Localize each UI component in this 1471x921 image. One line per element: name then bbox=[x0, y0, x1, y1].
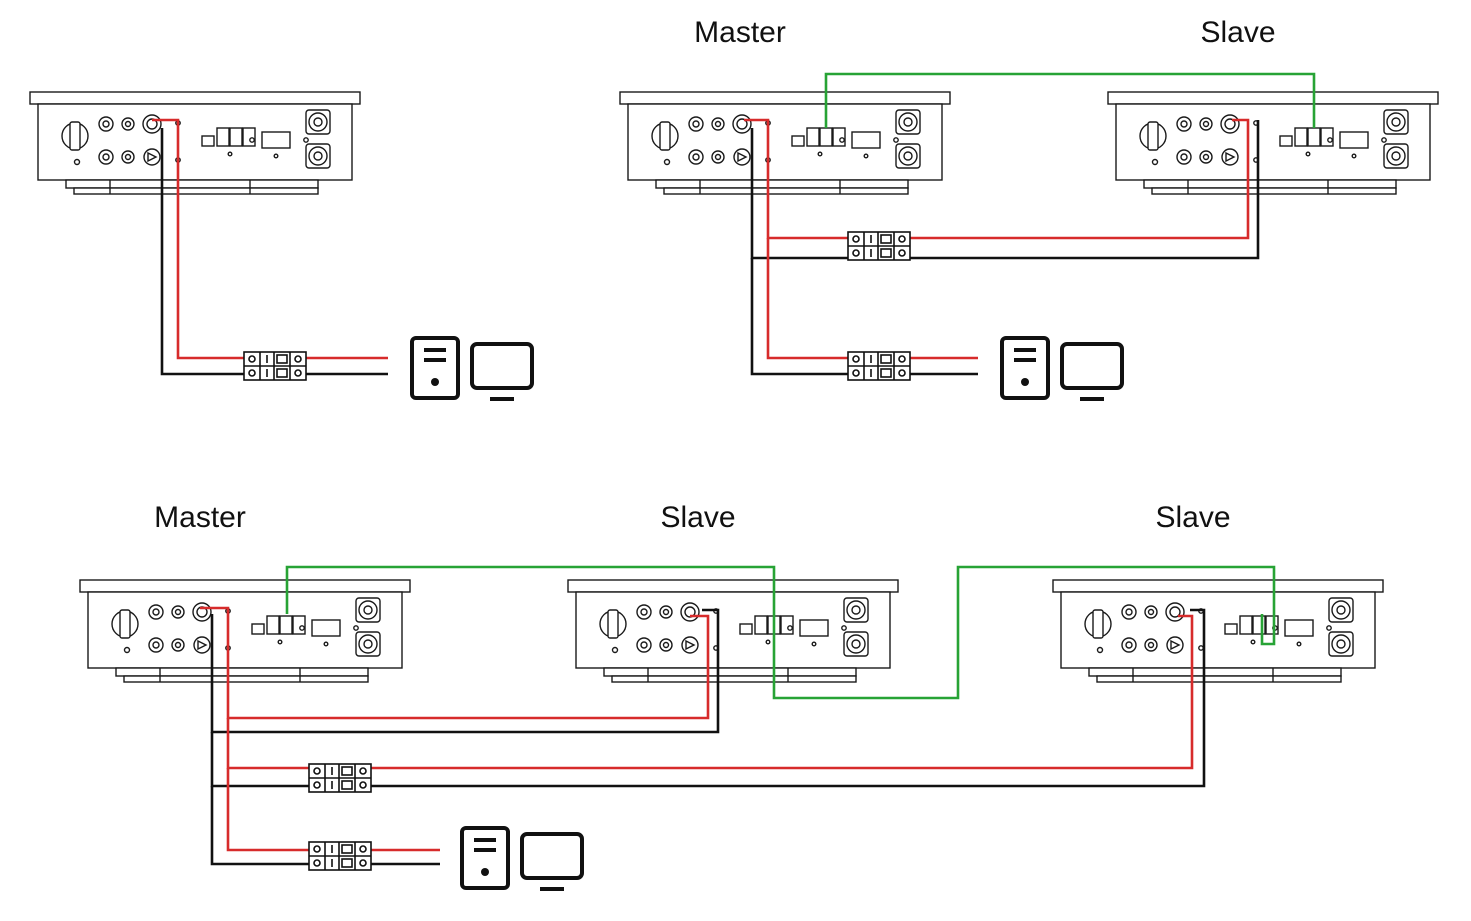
inverter-unit-icon bbox=[567, 579, 899, 683]
negative-wire bbox=[210, 608, 720, 734]
negative-wire bbox=[160, 128, 388, 376]
inverter-unit-icon bbox=[29, 91, 361, 195]
positive-wire bbox=[200, 606, 710, 720]
label-master: Master bbox=[154, 501, 246, 534]
computer-tower-icon bbox=[460, 826, 584, 891]
inverter-unit-icon bbox=[79, 579, 411, 683]
breaker-icon bbox=[308, 763, 372, 793]
communication-wire bbox=[285, 565, 1276, 700]
negative-wire bbox=[750, 120, 1260, 260]
positive-wire bbox=[744, 118, 1250, 240]
breaker-icon bbox=[243, 351, 307, 381]
negative-wire bbox=[210, 608, 1206, 788]
computer-tower-icon bbox=[1000, 336, 1124, 401]
communication-wire bbox=[824, 72, 1316, 128]
inverter-unit-icon bbox=[619, 91, 951, 195]
label-master: Master bbox=[694, 16, 786, 49]
label-slave: Slave bbox=[1200, 16, 1275, 49]
computer-tower-icon bbox=[410, 336, 534, 401]
breaker-icon bbox=[308, 841, 372, 871]
label-slave: Slave bbox=[1155, 501, 1230, 534]
inverter-unit-icon bbox=[1107, 91, 1439, 195]
diagram-two-units: Master Slave bbox=[619, 16, 1439, 401]
breaker-icon bbox=[847, 351, 911, 381]
breaker-icon bbox=[847, 231, 911, 261]
diagram-single bbox=[29, 91, 534, 401]
positive-wire bbox=[226, 614, 1194, 770]
inverter-unit-icon bbox=[1052, 579, 1384, 683]
diagram-three-units: Master Slave Slave bbox=[79, 501, 1384, 891]
label-slave: Slave bbox=[660, 501, 735, 534]
